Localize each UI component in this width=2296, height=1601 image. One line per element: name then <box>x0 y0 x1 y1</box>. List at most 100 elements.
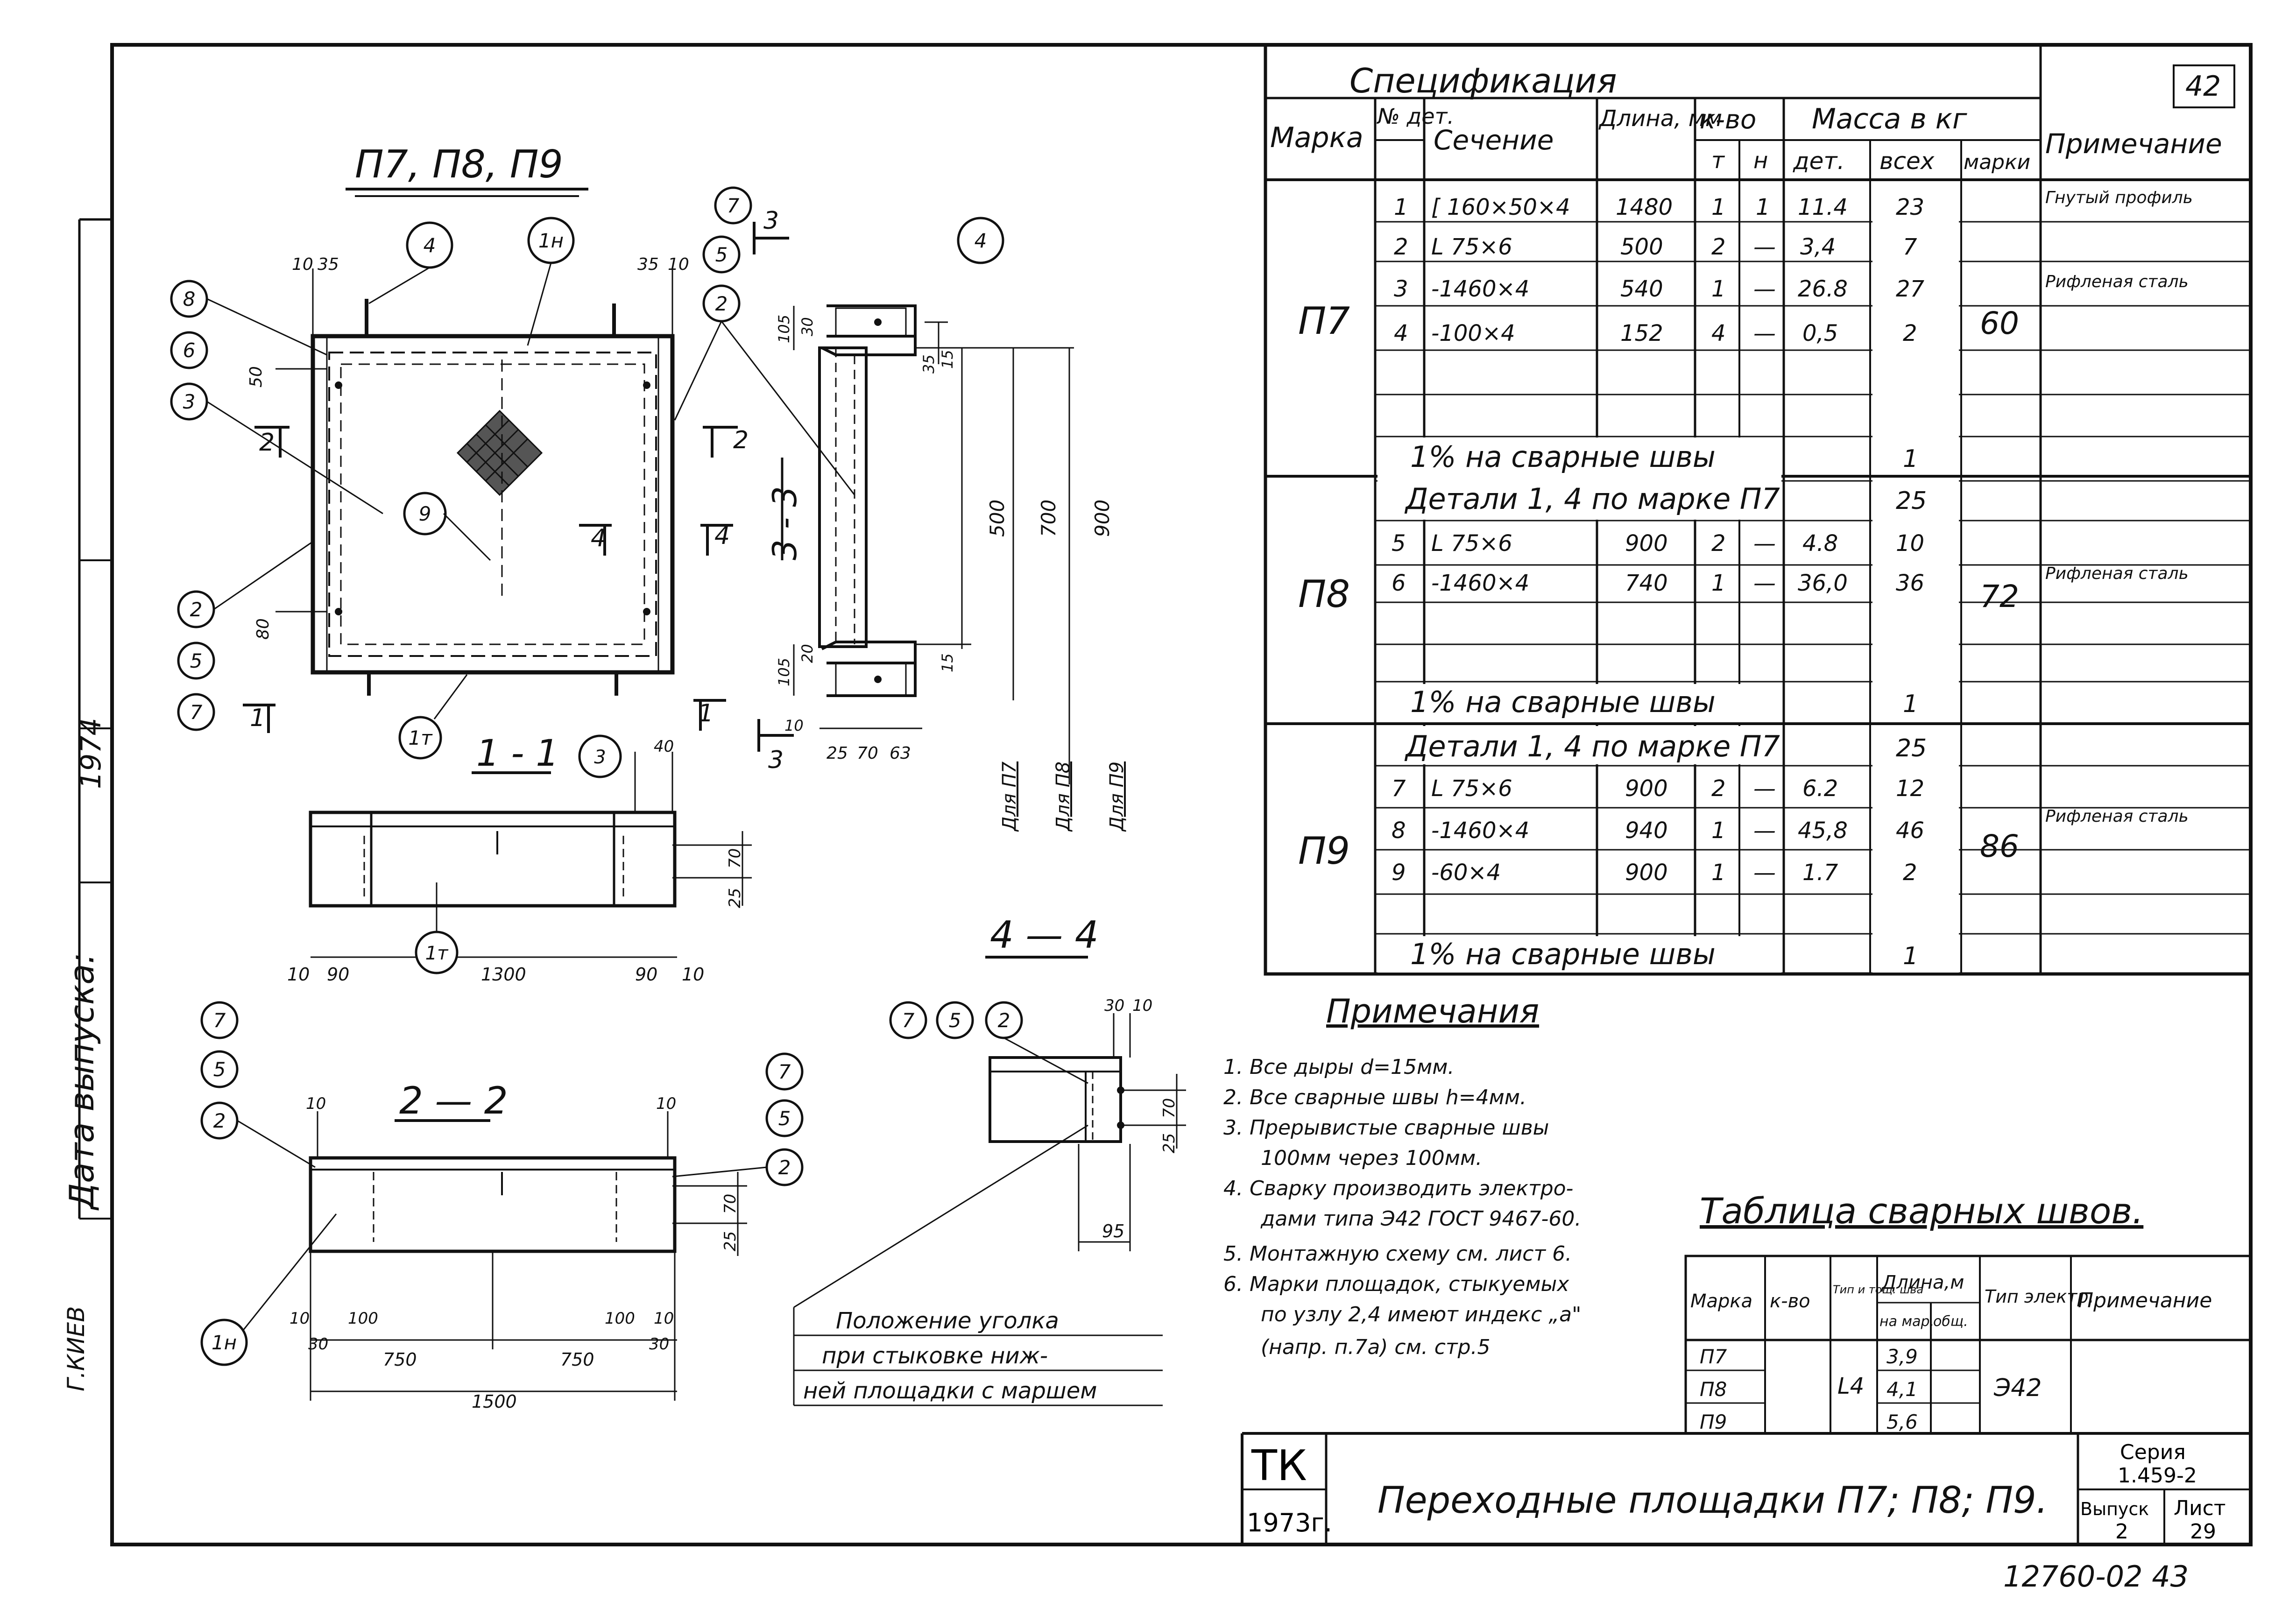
p9-pre: Детали 1, 4 по марке П7 <box>1404 729 1780 763</box>
sec22-dim-100: 100 <box>348 1309 378 1328</box>
p8-r1-t: 2 <box>1711 530 1726 557</box>
p8-r2-t: 1 <box>1711 570 1726 596</box>
hdr-det-no: № дет. <box>1376 104 1454 129</box>
angle-note-line2: при стыковке ниж- <box>822 1343 1048 1369</box>
mark-p7: П7 <box>1298 299 1350 343</box>
title-block: ТК 1973г. Переходные площадки П7; П8; П9… <box>1241 1432 2251 1545</box>
sec11-dim-90a: 90 <box>327 964 349 985</box>
sec33-for-p7: Для П7 <box>999 761 1020 832</box>
note-6: 6. Марки площадок, стыкуемых <box>1223 1272 1569 1296</box>
p9-r1-all: 12 <box>1896 776 1924 802</box>
mark-p8: П8 <box>1298 572 1350 616</box>
angle-note-line1: Положение уголка <box>836 1308 1059 1334</box>
p7-r3-det: 26.8 <box>1798 276 1848 302</box>
p9-r1-n: — <box>1753 776 1776 802</box>
tb-org: ТК <box>1251 1441 1307 1490</box>
sec44-callout-5: 5 <box>949 1009 961 1032</box>
plan-dim-35a: 35 <box>318 255 339 274</box>
p9-pre-val: 25 <box>1896 734 1927 762</box>
tread-pattern-sample <box>456 409 543 496</box>
mark-p9: П9 <box>1298 829 1350 873</box>
sec44-label: 4 — 4 <box>990 913 1099 957</box>
sec33-dim-35: 35 <box>920 354 938 374</box>
note-4: 4. Сварку производить электро- <box>1223 1177 1573 1200</box>
p9-r2-det: 45,8 <box>1798 818 1848 844</box>
sec44-callout-2: 2 <box>998 1009 1010 1032</box>
p7-r3-len: 540 <box>1620 276 1663 302</box>
margin-city: Г.КИЕВ <box>63 1306 90 1391</box>
tb-name: Переходные площадки П7; П8; П9. <box>1378 1480 2048 1522</box>
p8-pre-val: 25 <box>1896 487 1927 515</box>
sec44-callout-7: 7 <box>902 1009 915 1032</box>
sec33-dim-700: 700 <box>1037 500 1060 537</box>
p9-r2-t: 1 <box>1711 818 1726 844</box>
section-3-3: 3 - 3 105 30 35 15 500 700 900 <box>766 304 1128 832</box>
p8-weld-val: 1 <box>1903 690 1918 718</box>
tb-issue: 2 <box>2115 1520 2128 1544</box>
p7-r3-note: Рифленая сталь <box>2045 272 2189 291</box>
p7-r3-t: 1 <box>1711 276 1726 302</box>
p9-weld-val: 1 <box>1903 942 1918 970</box>
tb-series-label: Серия <box>2120 1440 2186 1464</box>
p9-r1-len: 900 <box>1625 776 1668 802</box>
sec33-dim-500: 500 <box>986 500 1009 537</box>
p8-r2-len: 740 <box>1625 570 1668 596</box>
sec44-dim-95: 95 <box>1102 1221 1124 1241</box>
cut-1-left: 1 <box>250 704 265 732</box>
plan-callouts <box>170 186 1004 760</box>
note-3: 3. Прерывистые сварные швы <box>1223 1116 1549 1140</box>
wt-row3-mark: П9 <box>1700 1411 1727 1433</box>
sec22-callouts <box>200 1001 804 1366</box>
sec22-dim-1500: 1500 <box>472 1391 517 1412</box>
p8-r2-note: Рифленая сталь <box>2045 564 2189 583</box>
p7-r3-n: — <box>1753 276 1776 302</box>
wt-hdr-len-b: общ. <box>1933 1313 1968 1330</box>
sec44-dim-25: 25 <box>1160 1133 1179 1153</box>
plan-dim-50: 50 <box>247 366 266 388</box>
p7-r4-t: 4 <box>1711 320 1726 346</box>
p8-r2-sec: -1460×4 <box>1431 570 1529 596</box>
hdr-qty: к-во <box>1700 105 1756 135</box>
hdr-qty-n: н <box>1753 148 1768 174</box>
section-2-2: 2 — 2 10 10 70 25 10 100 100 10 30 30 75… <box>290 1079 747 1412</box>
p7-r2-len: 500 <box>1620 234 1663 260</box>
sec33-dim-63: 63 <box>890 744 911 763</box>
p8-weld: 1% на сварные швы <box>1410 685 1716 719</box>
p7-weld-val: 1 <box>1903 445 1918 473</box>
callout-3: 3 <box>183 390 196 413</box>
notes-title: Примечания <box>1326 992 1539 1030</box>
wt-row2-len: 4,1 <box>1886 1378 1918 1401</box>
callout-4-section33: 4 <box>975 229 987 252</box>
p7-r2-sec: L 75×6 <box>1431 234 1512 260</box>
p7-r4-no: 4 <box>1394 320 1408 346</box>
wt-hdr-note: Примечание <box>2078 1289 2212 1312</box>
p7-r4-det: 0,5 <box>1802 320 1838 346</box>
wt-hdr-el: Тип электр. <box>1985 1286 2094 1307</box>
p9-r2-note: Рифленая сталь <box>2045 807 2189 826</box>
p9-r2-len: 940 <box>1625 818 1668 844</box>
p7-r2-t: 2 <box>1711 234 1726 260</box>
callout-9: 9 <box>419 502 431 525</box>
sec11-label: 1 - 1 <box>476 733 559 775</box>
p7-r1-det: 11.4 <box>1798 194 1848 220</box>
sec33-dim-10: 10 <box>784 717 804 734</box>
sec33-dim-30a: 30 <box>798 317 816 336</box>
p8-r1-len: 900 <box>1625 530 1668 557</box>
sec44-dim-10: 10 <box>1132 996 1152 1015</box>
sec11-callout-3: 3 <box>594 747 606 768</box>
weld-table-title: Таблица сварных швов. <box>1700 1190 2143 1232</box>
p9-r3-all: 2 <box>1903 860 1917 886</box>
callout-4-top: 4 <box>424 234 436 257</box>
sec22-callout-5r: 5 <box>778 1107 791 1130</box>
wt-el-val: Э42 <box>1993 1374 2042 1402</box>
notes-block: Примечания 1. Все дыры d=15мм. 2. Все св… <box>1223 992 1581 1359</box>
wt-hdr-mark: Марка <box>1690 1291 1752 1312</box>
p9-r3-n: — <box>1753 860 1776 886</box>
p7-r1-note: Гнутый профиль <box>2045 188 2193 207</box>
wt-hdr-len: Длина,м <box>1881 1272 1964 1293</box>
sec22-callout-5l: 5 <box>213 1058 226 1081</box>
p9-r3-t: 1 <box>1711 860 1726 886</box>
sec33-for-p9: Для П9 <box>1106 762 1128 832</box>
sec33-dim-105b: 105 <box>775 658 793 686</box>
tb-sheet-label: Лист <box>2174 1496 2226 1520</box>
